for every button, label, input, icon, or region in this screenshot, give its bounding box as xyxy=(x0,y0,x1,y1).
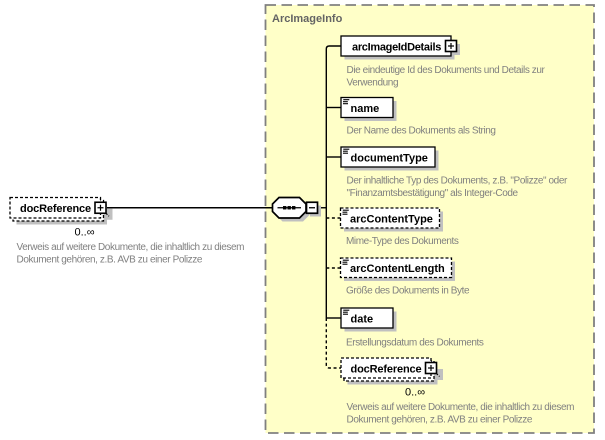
svg-text:Dokument gehören, z.B. AVB zu: Dokument gehören, z.B. AVB zu einer Poli… xyxy=(17,255,203,266)
svg-text:Größe des Dokuments in Byte: Größe des Dokuments in Byte xyxy=(346,286,470,297)
svg-text:Verweis auf weitere Dokumente,: Verweis auf weitere Dokumente, die inhal… xyxy=(347,402,575,413)
svg-text:Mime-Type des Dokuments: Mime-Type des Dokuments xyxy=(346,236,459,247)
svg-text:arcContentType: arcContentType xyxy=(350,213,433,225)
svg-text:Die eindeutige Id des Dokument: Die eindeutige Id des Dokuments und Deta… xyxy=(347,65,546,76)
svg-text:0..∞: 0..∞ xyxy=(405,387,425,399)
svg-text:docReference: docReference xyxy=(20,203,91,215)
svg-text:Dokument gehören, z.B. AVB zu: Dokument gehören, z.B. AVB zu einer Poli… xyxy=(347,415,533,426)
svg-text:ArcImageInfo: ArcImageInfo xyxy=(272,13,343,25)
svg-text:name: name xyxy=(351,103,380,115)
svg-text:docReference: docReference xyxy=(351,363,422,375)
svg-text:Der Name des Dokuments als Str: Der Name des Dokuments als String xyxy=(347,125,496,136)
svg-text:"Finanzamtsbestätigung" als In: "Finanzamtsbestätigung" als Integer-Code xyxy=(347,188,519,199)
svg-text:Der inhaltliche Typ des Dokume: Der inhaltliche Typ des Dokuments, z.B. … xyxy=(347,176,568,187)
svg-text:arcImageIdDetails: arcImageIdDetails xyxy=(352,41,441,53)
svg-text:arcContentLength: arcContentLength xyxy=(350,263,445,275)
svg-text:Verwendung: Verwendung xyxy=(347,78,399,89)
svg-text:0..∞: 0..∞ xyxy=(75,227,95,239)
svg-text:documentType: documentType xyxy=(351,152,428,164)
svg-text:date: date xyxy=(351,313,374,325)
svg-text:Verweis auf weitere Dokumente,: Verweis auf weitere Dokumente, die inhal… xyxy=(17,242,245,253)
svg-text:Erstellungsdatum des Dokuments: Erstellungsdatum des Dokuments xyxy=(346,338,484,349)
